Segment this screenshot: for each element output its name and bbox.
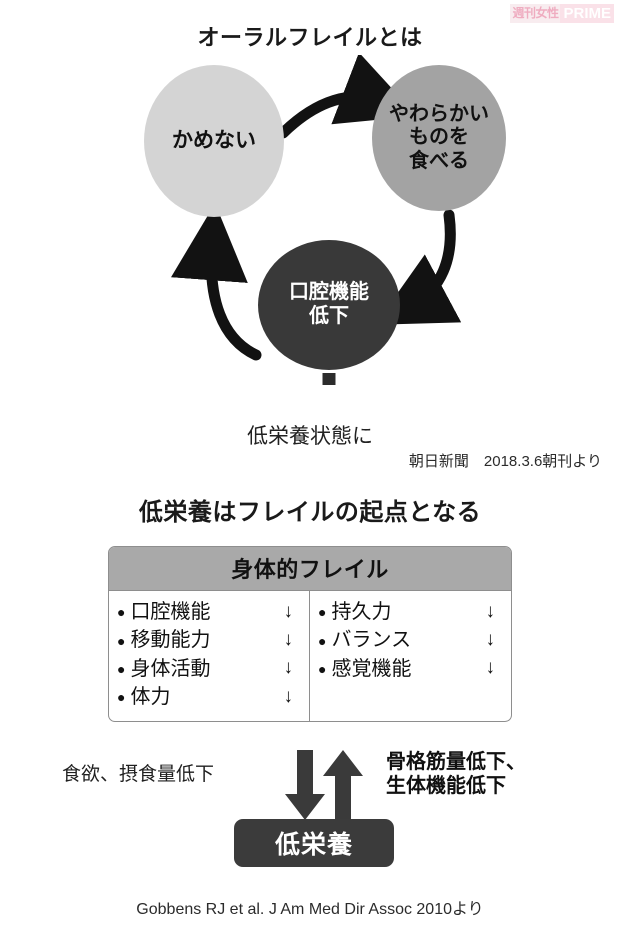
table-row: ● 口腔機能 ↓ — [117, 598, 301, 626]
down-trend-arrow-icon: ↓ — [283, 600, 294, 622]
physical-frailty-table: 身体的フレイル ● 口腔機能 ↓ ● 移動能力 ↓ ● 身体活動 ↓ — [108, 546, 512, 722]
frailty-column-right: ● 持久力 ↓ ● バランス ↓ ● 感覚機能 ↓ — [310, 591, 511, 721]
frailty-item-label: 体力 — [130, 686, 171, 709]
cycle-node-oral-function-decline: 口腔機能 低下 — [258, 240, 400, 370]
arrow-kamenai-to-yawarakai — [277, 55, 418, 139]
down-arrow-icon — [285, 750, 325, 820]
table-row: ● 身体活動 ↓ — [117, 655, 301, 683]
watermark-japanese-text: 週刊女性 — [510, 4, 561, 23]
physical-frailty-table-header: 身体的フレイル — [109, 547, 511, 590]
cycle-node-yawarakai-line3: 食べる — [409, 149, 469, 172]
down-trend-arrow-icon: ↓ — [283, 685, 294, 707]
cycle-node-yawarakai: やわらかい ものを 食べる — [372, 65, 506, 211]
cycle-node-oral-function-line1: 口腔機能 — [289, 281, 369, 304]
bullet-icon: ● — [117, 689, 126, 706]
watermark-prime-text: PRIME — [560, 4, 614, 23]
bullet-icon: ● — [117, 660, 126, 677]
cycle-arrows-svg — [171, 55, 462, 385]
bullet-icon: ● — [117, 604, 126, 621]
bullet-icon: ● — [318, 632, 327, 649]
oral-frailty-title: オーラルフレイルとは — [197, 25, 423, 50]
frailty-item-label: バランス — [331, 629, 412, 652]
bullet-icon: ● — [318, 604, 327, 621]
cycle-node-yawarakai-line2: ものを — [409, 126, 469, 149]
down-trend-arrow-icon: ↓ — [485, 600, 496, 622]
table-row: ● 体力 ↓ — [117, 683, 301, 711]
flow-right-label: 骨格筋量低下、 生体機能低下 — [386, 751, 526, 798]
frailty-item-label: 身体活動 — [130, 657, 211, 680]
frailty-item-label: 持久力 — [331, 601, 392, 623]
cycle-node-kamenai-label: かめない — [172, 128, 256, 152]
frailty-item-label: 口腔機能 — [130, 601, 211, 623]
frailty-section-title: 低栄養はフレイルの起点となる — [138, 499, 482, 526]
table-row: ● 感覚機能 ↓ — [318, 655, 503, 683]
arrow-yawarakai-to-koku — [375, 209, 462, 325]
cycle-node-oral-function-line2: 低下 — [309, 305, 349, 327]
flow-left-label: 食欲、摂食量低下 — [62, 764, 215, 785]
flow-right-label-line1: 骨格筋量低下、 — [386, 751, 526, 773]
cycle-node-yawarakai-line1: やわらかい — [389, 102, 489, 125]
flow-arrows-svg — [285, 750, 363, 820]
down-trend-arrow-icon: ↓ — [485, 657, 496, 679]
frailty-item-label: 感覚機能 — [331, 657, 412, 680]
malnutrition-outcome-box: 低栄養 — [234, 819, 394, 867]
cycle-node-oral-function-label: 口腔機能 低下 — [289, 281, 369, 328]
cycle-node-kamenai: かめない — [144, 65, 284, 217]
down-trend-arrow-icon: ↓ — [283, 657, 294, 679]
table-row: ● 持久力 ↓ — [318, 598, 503, 626]
table-row: ● 移動能力 ↓ — [117, 626, 301, 654]
frailty-item-label: 移動能力 — [130, 629, 211, 652]
oral-frailty-source-credit: 朝日新聞 2018.3.6朝刊より — [408, 453, 602, 470]
frailty-source-credit: Gobbens RJ et al. J Am Med Dir Assoc 201… — [136, 901, 484, 918]
bullet-icon: ● — [117, 632, 126, 649]
oral-frailty-outcome-label: 低栄養状態に — [247, 425, 373, 448]
bullet-icon: ● — [318, 660, 327, 677]
down-trend-arrow-icon: ↓ — [485, 629, 496, 651]
watermark-logo: 週刊女性 PRIME — [510, 4, 614, 23]
table-row: ● バランス ↓ — [318, 626, 503, 654]
frailty-column-left: ● 口腔機能 ↓ ● 移動能力 ↓ ● 身体活動 ↓ ● 体力 ↓ — [109, 591, 310, 721]
down-trend-arrow-icon: ↓ — [283, 629, 294, 651]
oral-frailty-cycle-diagram: かめない やわらかい ものを 食べる 口腔機能 低下 — [0, 55, 620, 385]
malnutrition-outcome-label: 低栄養 — [274, 831, 353, 859]
arrow-koku-to-kamenai — [171, 203, 262, 361]
flow-right-label-line2: 生体機能低下 — [386, 774, 506, 797]
cycle-node-yawarakai-label: やわらかい ものを 食べる — [389, 103, 489, 174]
up-arrow-icon — [323, 750, 363, 820]
physical-frailty-table-columns: ● 口腔機能 ↓ ● 移動能力 ↓ ● 身体活動 ↓ ● 体力 ↓ — [109, 590, 511, 721]
